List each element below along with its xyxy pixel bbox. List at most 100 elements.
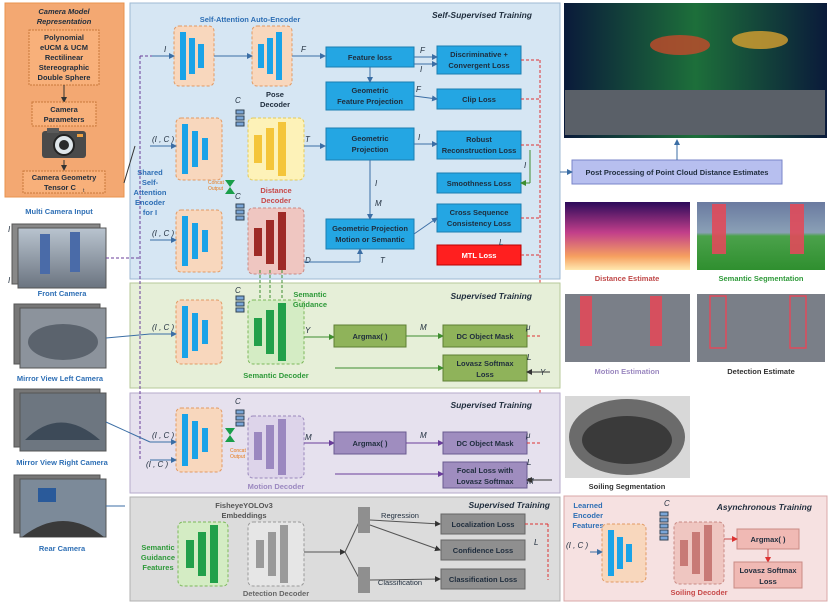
- geo-feature-proj-2: Feature Projection: [337, 97, 403, 106]
- it-label-right: I: [420, 65, 423, 74]
- ft-label-top: F: [301, 45, 307, 54]
- mot-input-label-2: (I , C ): [146, 460, 169, 469]
- front-camera-pedestrian-2: [70, 232, 80, 272]
- mirror-right-image: [19, 392, 107, 452]
- concat-output-2: Output: [208, 186, 224, 192]
- rear-camera-label: Rear Camera: [39, 544, 86, 553]
- motion-title: Supervised Training: [450, 400, 532, 410]
- mid-input-label: (I , C ): [152, 135, 175, 144]
- geo-proj-2: Projection: [352, 145, 389, 154]
- concat-icon: [225, 180, 235, 194]
- front-cam-label-it1: I: [8, 225, 11, 234]
- camera-params-1: Camera: [50, 105, 78, 114]
- front-camera-pedestrian-1: [40, 234, 50, 274]
- geo-proj-motion-2: Motion or Semantic: [335, 235, 405, 244]
- classification-head: [358, 567, 370, 593]
- mot-argmax-label: Argmax( ): [352, 439, 388, 448]
- ct-label-mid: C: [235, 96, 241, 105]
- mirror-right-car: [25, 422, 100, 440]
- pose-decoder-label-1: Pose: [266, 90, 284, 99]
- semantic-title: Supervised Training: [450, 291, 532, 301]
- semantic-guidance-2: Guidance: [293, 300, 327, 309]
- motion-estimation-label: Motion Estimation: [595, 367, 660, 376]
- learned-0: Learned: [573, 501, 603, 510]
- mt-label: M: [375, 199, 382, 208]
- tt-lower-label: T: [380, 256, 386, 265]
- motion-concat-2: Output: [230, 454, 246, 460]
- embeddings-2: Embeddings: [221, 511, 266, 520]
- yt-label: Y: [305, 326, 311, 335]
- camera-model-2: Rectilinear: [45, 53, 83, 62]
- semantic-decoder-label: Semantic Decoder: [243, 371, 309, 380]
- sem-lovasz-1: Lovasz Softmax: [456, 359, 514, 368]
- clip-loss-label: Clip Loss: [462, 95, 496, 104]
- outputs-panel: Post Processing of Point Cloud Distance …: [560, 3, 827, 491]
- camera-model-1: eUCM & UCM: [40, 43, 88, 52]
- geo-feature-proj-1: Geometric: [351, 86, 388, 95]
- shared-encoder-label-4: for I: [143, 208, 157, 217]
- dt-label: D: [305, 256, 311, 265]
- async-argmax-label: Argmax( ): [750, 535, 786, 544]
- sem-argmax-label: Argmax( ): [352, 332, 388, 341]
- camera-params-2: Parameters: [44, 115, 85, 124]
- semantic-seg-label: Semantic Segmentation: [718, 274, 803, 283]
- motion-decoder-label: Motion Decoder: [248, 482, 305, 491]
- semantic-guidance-1: Semantic: [293, 290, 326, 299]
- lmot-label: L: [527, 458, 531, 467]
- top-input-it: I: [164, 45, 167, 54]
- mt-sem-label: M: [420, 323, 427, 332]
- camera-tensor-2: Tensor C: [44, 183, 77, 192]
- mot-focal-1: Focal Loss with: [457, 466, 514, 475]
- mot-focal-2: Lovasz Softmax: [456, 477, 514, 486]
- detection-title: Supervised Training: [468, 500, 550, 510]
- ct-label-sem: C: [235, 286, 241, 295]
- motion-concat-1: Concat: [230, 448, 246, 454]
- it-proj-label: I: [418, 133, 421, 142]
- post-processing-label: Post Processing of Point Cloud Distance …: [586, 168, 769, 177]
- ft-prime-label: F: [416, 85, 422, 94]
- disc-loss-box: [436, 45, 522, 75]
- async-lovasz-1: Lovasz Softmax: [739, 566, 797, 575]
- motion-concat-icon: [225, 428, 235, 442]
- multi-camera-panel: Multi Camera Input I I Front Camera Mirr…: [8, 207, 109, 553]
- shared-encoder-label-1: Self-: [142, 178, 159, 187]
- motion-decoder-box: [247, 415, 305, 479]
- ct-label-mot: C: [235, 397, 241, 406]
- skip-connections-mot: [235, 409, 245, 427]
- regression-head: [358, 507, 370, 533]
- sem-dc-mask-label: DC Object Mask: [456, 332, 514, 341]
- shared-encoder-label-0: Shared: [137, 168, 163, 177]
- learned-2: Features: [572, 521, 603, 530]
- ft-label-right: F: [420, 46, 426, 55]
- ct-label-low: C: [235, 192, 241, 201]
- rear-camera-road: [22, 521, 104, 537]
- self-supervised-section: Self-Supervised Training Self-Attention …: [129, 2, 561, 490]
- lsem-label: L: [527, 353, 531, 362]
- geo-proj-1: Geometric: [351, 134, 388, 143]
- low-input-label: (I , C ): [152, 229, 175, 238]
- soiling-decoder-label: Soiling Decoder: [670, 588, 727, 597]
- mot-input-label-1: (I , C ): [152, 431, 175, 440]
- mt-gt-label: M: [527, 477, 534, 486]
- point-cloud-fisheye-strip: [565, 90, 825, 135]
- camera-tensor-1: Camera Geometry: [32, 173, 97, 182]
- mot-focal-box: [442, 461, 528, 489]
- sem-lovasz-2: Loss: [476, 370, 494, 379]
- sem-lovasz-box: [442, 354, 528, 382]
- front-cam-label-it: I: [8, 276, 11, 285]
- cross-seq-2: Consistency Loss: [447, 219, 511, 228]
- class-loss-box: [440, 568, 526, 590]
- mirror-left-label: Mirror View Left Camera: [17, 374, 104, 383]
- camera-model-0: Polynomial: [44, 33, 84, 42]
- it-prime-label: I: [375, 179, 378, 188]
- camera-model-panel: Camera Model Representation Polynomial e…: [4, 2, 125, 198]
- robust-loss-1: Robust: [466, 135, 492, 144]
- detection-estimate-label: Detection Estimate: [727, 367, 795, 376]
- smooth-loss-label: Smoothness Loss: [447, 179, 512, 188]
- front-camera-label: Front Camera: [38, 289, 88, 298]
- det-guidance-2: Features: [142, 563, 173, 572]
- soiling-seg-label: Soiling Segmentation: [589, 482, 666, 491]
- camera-model-3: Stereographic: [39, 63, 89, 72]
